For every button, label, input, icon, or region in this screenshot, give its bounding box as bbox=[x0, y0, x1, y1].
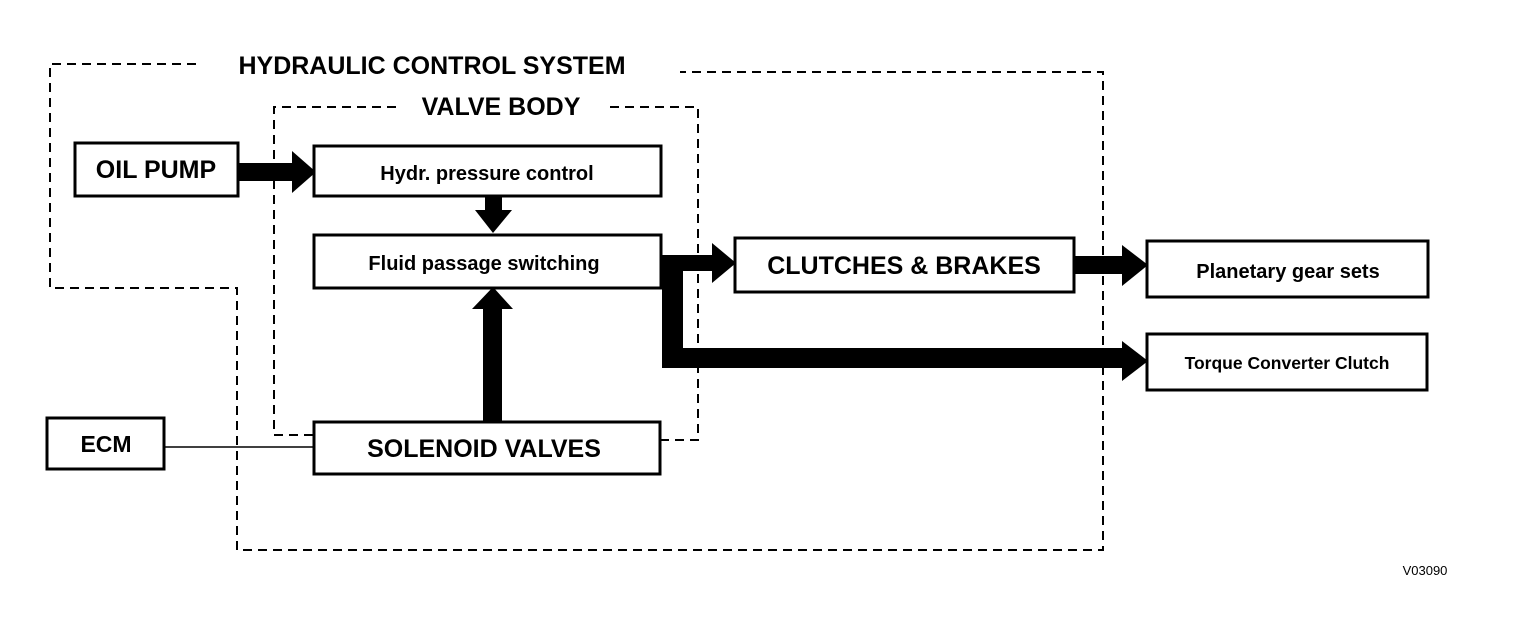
oil-pump-box: OIL PUMP bbox=[73, 141, 240, 198]
clutches-brakes-label: CLUTCHES & BRAKES bbox=[767, 252, 1041, 280]
planetary-gear-sets-label: Planetary gear sets bbox=[1196, 261, 1379, 283]
oil-pump-label: OIL PUMP bbox=[96, 156, 216, 184]
solenoid-valves-label: SOLENOID VALVES bbox=[367, 435, 601, 463]
arrow-fluid-to-clutches bbox=[660, 243, 736, 283]
clutches-brakes-box: CLUTCHES & BRAKES bbox=[733, 236, 1076, 294]
hydraulic-control-system-label: HYDRAULIC CONTROL SYSTEM bbox=[238, 52, 625, 80]
hydraulic-control-system-boundary bbox=[49, 63, 1104, 551]
ecm-box: ECM bbox=[45, 416, 166, 471]
hydr-pressure-control-box: Hydr. pressure control bbox=[312, 144, 663, 198]
torque-converter-clutch-box: Torque Converter Clutch bbox=[1145, 332, 1429, 392]
figure-code: V03090 bbox=[1403, 563, 1448, 578]
valve-body-label: VALVE BODY bbox=[422, 93, 581, 121]
arrow-clutches-to-planetary bbox=[1074, 245, 1148, 286]
arrow-pressure-to-fluid-switching bbox=[475, 197, 512, 233]
hydr-pressure-control-label: Hydr. pressure control bbox=[380, 163, 593, 185]
arrow-oil-pump-to-pressure-control bbox=[238, 151, 316, 193]
torque-converter-clutch-label: Torque Converter Clutch bbox=[1185, 353, 1390, 373]
arrow-solenoid-to-fluid-switching bbox=[472, 287, 513, 422]
valve-body-boundary bbox=[273, 106, 699, 441]
arrow-fluid-to-torque-converter bbox=[662, 268, 1148, 381]
planetary-gear-sets-box: Planetary gear sets bbox=[1145, 239, 1430, 299]
fluid-passage-switching-box: Fluid passage switching bbox=[312, 233, 663, 290]
solenoid-valves-box: SOLENOID VALVES bbox=[312, 420, 662, 476]
fluid-passage-switching-label: Fluid passage switching bbox=[368, 253, 599, 275]
ecm-label: ECM bbox=[80, 431, 131, 457]
